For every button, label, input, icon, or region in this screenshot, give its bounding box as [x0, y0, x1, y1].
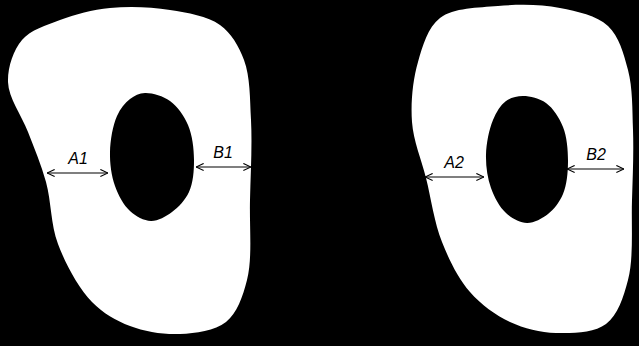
dimension-label: A1	[67, 150, 89, 168]
dimension-arrow	[425, 176, 484, 177]
dimension-arrow	[567, 168, 624, 169]
dimension-arrow	[196, 166, 251, 167]
dimension-arrow	[47, 172, 108, 173]
inner-cavity	[110, 93, 194, 221]
dimension-label: B1	[212, 144, 234, 162]
outer-contour	[8, 7, 252, 334]
inner-cavity	[486, 96, 568, 223]
dimension-label: A2	[443, 154, 465, 172]
dimension-label: B2	[585, 146, 607, 164]
outer-contour	[412, 5, 634, 333]
